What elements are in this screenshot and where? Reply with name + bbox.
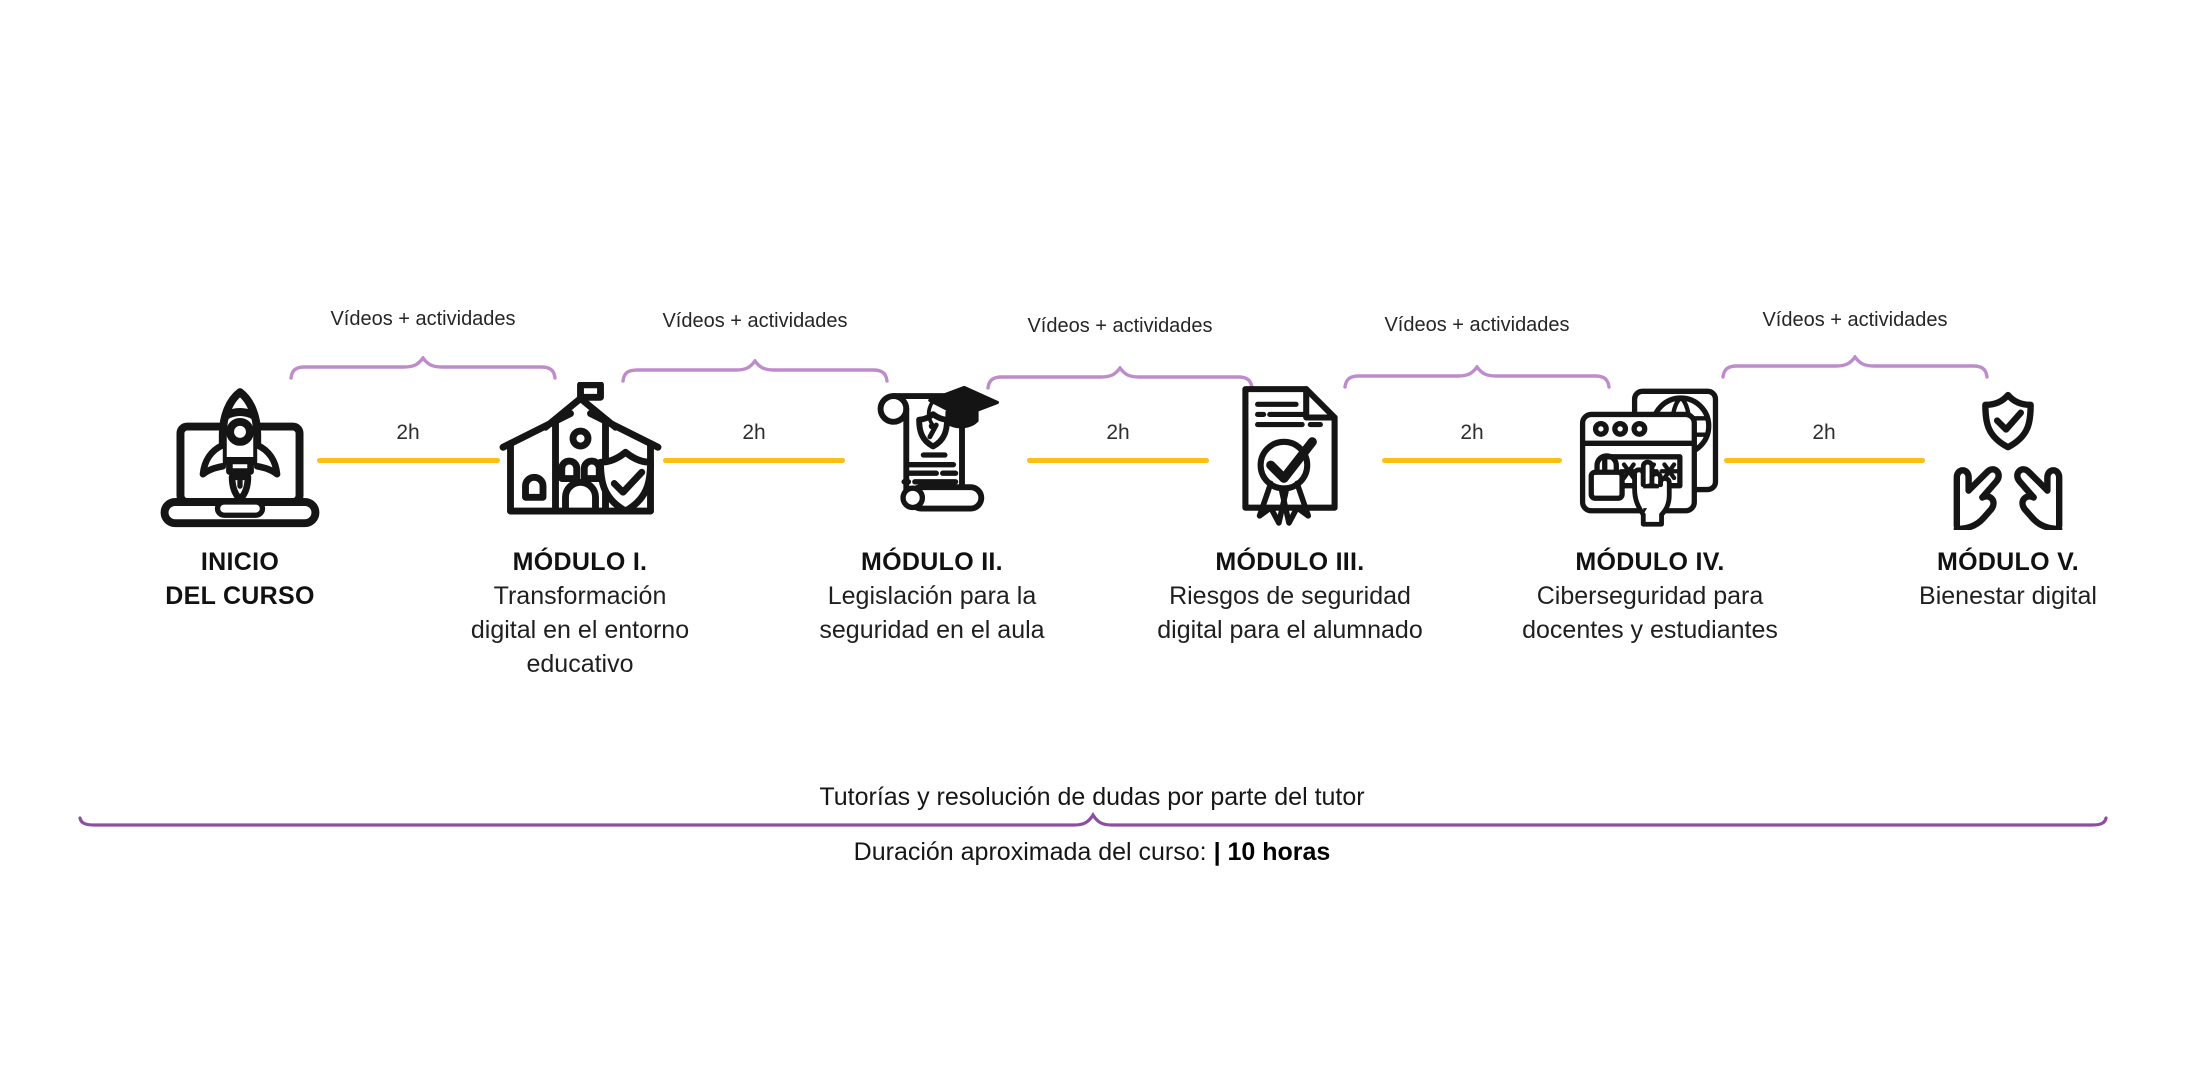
node-subtitle: digital en el entorno <box>470 616 690 644</box>
hands-shield-icon <box>1913 372 2103 530</box>
curly-brace-icon <box>1721 355 1989 379</box>
duration-label: 2h <box>396 421 420 444</box>
activity-label: Vídeos + actividades <box>1384 314 1570 336</box>
node-label-modulo-4: MÓDULO IV. Ciberseguridad para docentes … <box>1465 545 1835 647</box>
laptop-rocket-icon <box>145 372 335 530</box>
bottom-brace-icon <box>78 811 2108 827</box>
activity-label: Vídeos + actividades <box>662 310 848 332</box>
connector-line <box>1027 458 1209 463</box>
course-duration: Duración aproximada del curso: | 10 hora… <box>0 838 2184 867</box>
node-label-modulo-1: MÓDULO I. Transformación digital en el e… <box>395 545 765 681</box>
node-title: MÓDULO V. <box>1936 548 2080 576</box>
node-title: DEL CURSO <box>165 582 315 610</box>
duration-label: 2h <box>1460 421 1484 444</box>
course-duration-value: | 10 horas <box>1213 838 1331 866</box>
node-label-inicio: INICIO DEL CURSO <box>55 545 425 613</box>
tutoring-note: Tutorías y resolución de dudas por parte… <box>819 783 1365 811</box>
browser-password-icon <box>1555 372 1745 530</box>
node-title: MÓDULO II. <box>861 548 1003 576</box>
connector-line <box>663 458 845 463</box>
node-label-modulo-3: MÓDULO III. Riesgos de seguridad digital… <box>1105 545 1475 647</box>
diploma-scroll-icon <box>837 372 1027 530</box>
duration-label: 2h <box>742 421 766 444</box>
node-subtitle: Riesgos de seguridad <box>1169 582 1411 610</box>
connector-line <box>1382 458 1562 463</box>
course-duration-label: Duración aproximada del curso: <box>853 838 1214 866</box>
node-title: MÓDULO I. <box>512 548 648 576</box>
node-label-modulo-2: MÓDULO II. Legislación para la seguridad… <box>747 545 1117 647</box>
node-title: MÓDULO III. <box>1215 548 1365 576</box>
activity-label: Vídeos + actividades <box>1027 315 1213 337</box>
node-label-modulo-5: MÓDULO V. Bienestar digital <box>1823 545 2193 613</box>
node-subtitle: educativo <box>526 650 634 678</box>
connector-line <box>317 458 500 463</box>
school-shield-icon <box>485 372 675 530</box>
duration-label: 2h <box>1106 421 1130 444</box>
activity-label: Vídeos + actividades <box>330 308 516 330</box>
node-subtitle: Transformación <box>493 582 667 610</box>
curly-brace-icon <box>621 359 889 383</box>
connector-line <box>1724 458 1925 463</box>
node-title: INICIO <box>200 548 280 576</box>
node-subtitle: digital para el alumnado <box>1157 616 1423 644</box>
curly-brace-icon <box>986 366 1254 390</box>
node-subtitle: docentes y estudiantes <box>1522 616 1778 644</box>
node-subtitle: Ciberseguridad para <box>1536 582 1764 610</box>
node-title: MÓDULO IV. <box>1575 548 1725 576</box>
activity-label: Vídeos + actividades <box>1762 309 1948 331</box>
node-subtitle: Legislación para la <box>827 582 1037 610</box>
certificate-check-icon <box>1195 372 1385 530</box>
curly-brace-icon <box>1343 365 1611 389</box>
node-subtitle: seguridad en el aula <box>819 616 1045 644</box>
curly-brace-icon <box>289 356 557 380</box>
node-subtitle: Bienestar digital <box>1919 582 2097 610</box>
duration-label: 2h <box>1812 421 1836 444</box>
